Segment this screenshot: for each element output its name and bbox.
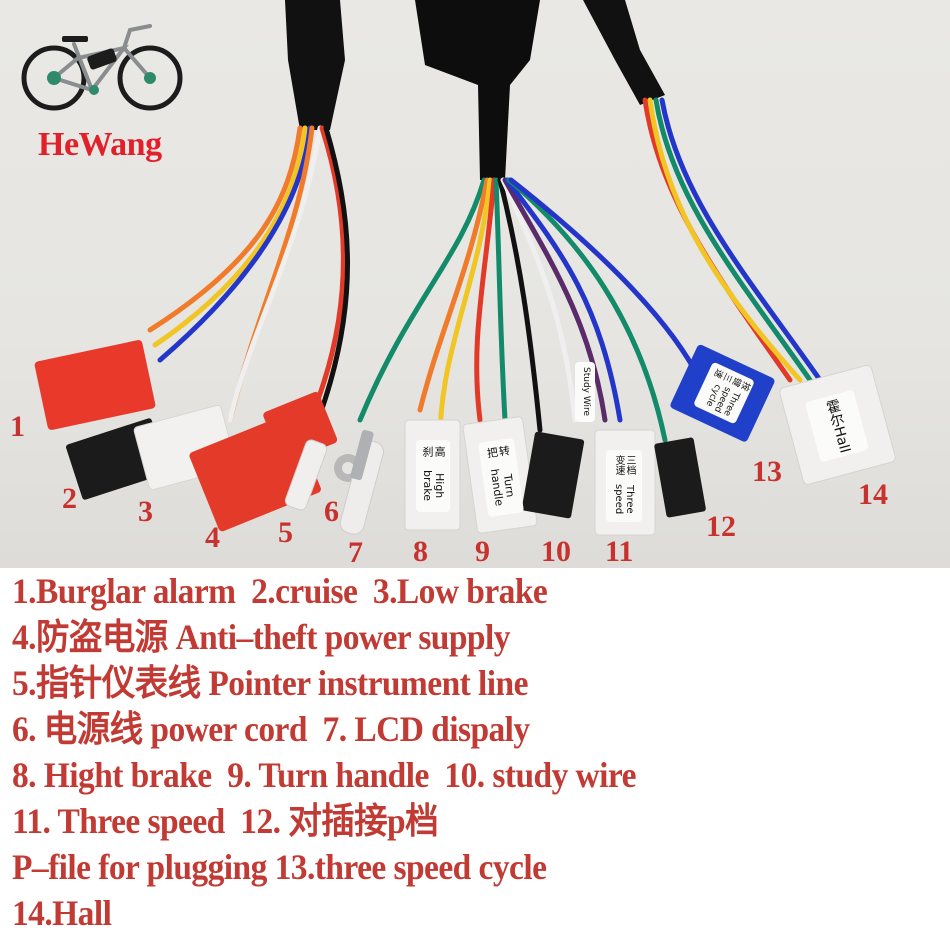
connector-number-3: 3 xyxy=(138,495,153,528)
legend-line-6: 11. Three speed 12. 对插接p档 xyxy=(12,801,439,841)
connector-number-7: 7 xyxy=(348,536,363,568)
connector-tag-three-speed: 三档变速 Three speed xyxy=(606,450,642,522)
brand-name: HeWang xyxy=(38,126,162,163)
connector-number-8: 8 xyxy=(413,535,428,568)
legend-line-8: 14.Hall xyxy=(12,893,112,933)
bicycle-icon xyxy=(21,24,183,111)
connector-number-9: 9 xyxy=(475,535,490,568)
connector-tag-high-brake: 高刹 High brake xyxy=(416,440,450,512)
connector-number-11: 11 xyxy=(605,535,634,568)
legend-line-1: 1.Burglar alarm 2.cruise 3.Low brake xyxy=(12,571,548,611)
connector-number-12: 12 xyxy=(706,510,736,543)
legend-line-2: 4.防盗电源 Anti–theft power supply xyxy=(12,617,510,657)
brand-logo: HeWang xyxy=(12,8,192,163)
legend-line-5: 8. Hight brake 9. Turn handle 10. study … xyxy=(12,755,636,795)
legend-line-3: 5.指针仪表线 Pointer instrument line xyxy=(12,663,528,703)
connector-number-2: 2 xyxy=(62,482,77,515)
connector-number-4: 4 xyxy=(205,521,220,554)
connector-number-13: 13 xyxy=(752,455,782,488)
legend-line-4: 6. 电源线 power cord 7. LCD dispaly xyxy=(12,709,530,749)
connector-legend: 1.Burglar alarm 2.cruise 3.Low brake 4.防… xyxy=(12,568,877,936)
connector-number-6: 6 xyxy=(324,495,339,528)
connector-number-1: 1 xyxy=(10,410,25,443)
connector-number-14: 14 xyxy=(858,478,888,511)
connector-tag-study-wire: Study Wire xyxy=(575,362,595,422)
product-photo: HeWang 1 2 3 4 5 6 7 8 9 10 11 12 13 14 … xyxy=(0,0,950,568)
connector-number-10: 10 xyxy=(541,535,571,568)
connector-number-5: 5 xyxy=(278,516,293,549)
legend-line-7: P–file for plugging 13.three speed cycle xyxy=(12,847,547,887)
